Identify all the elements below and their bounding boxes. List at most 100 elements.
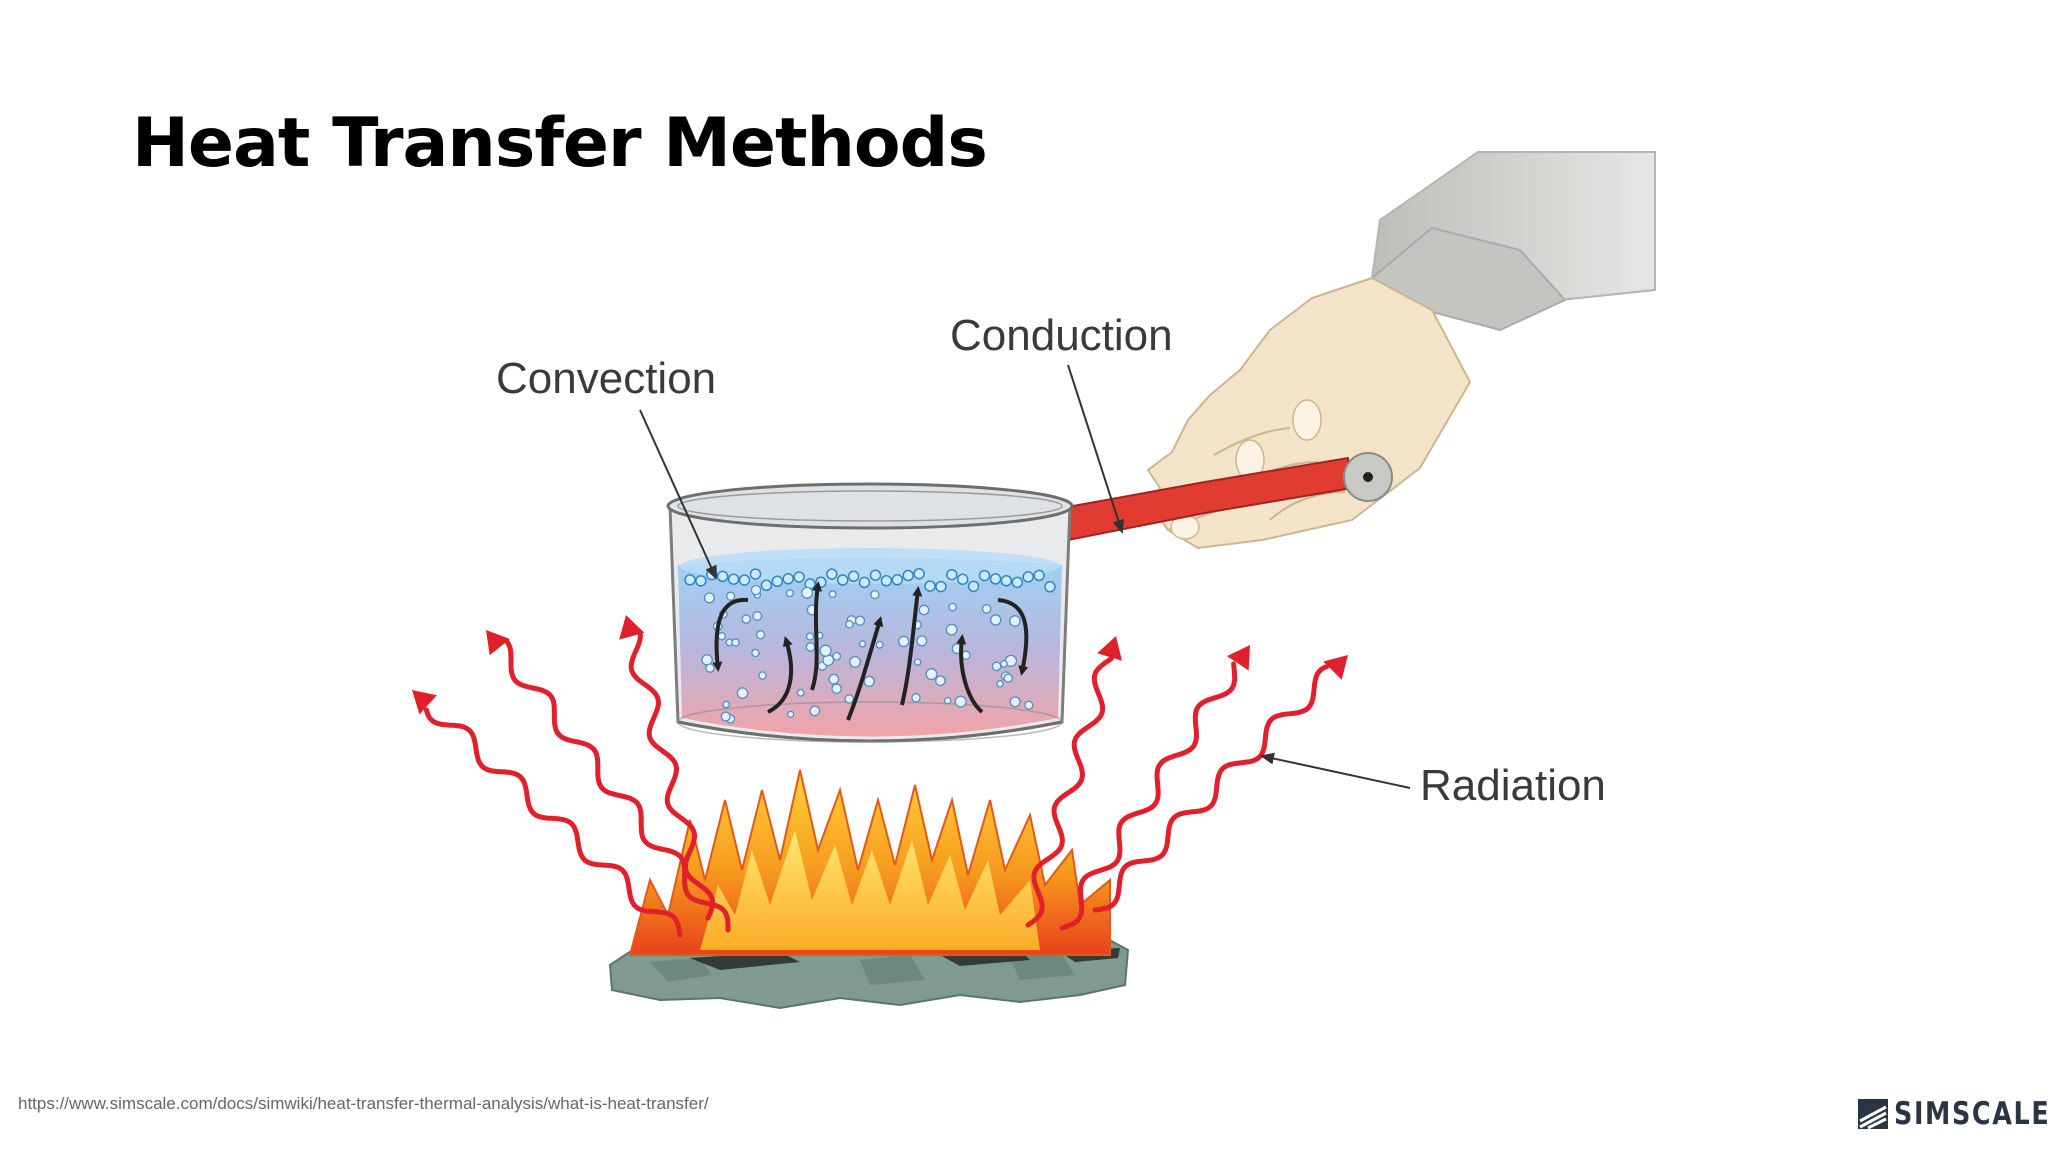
radiation-arrowhead xyxy=(1097,636,1122,661)
convection-arrow xyxy=(767,636,794,714)
bubble xyxy=(981,604,992,614)
radiation-wave xyxy=(423,707,683,938)
brand-name: SIMSCALE xyxy=(1894,1096,2048,1132)
bubble xyxy=(793,571,805,583)
bubble xyxy=(1000,574,1013,587)
bubble xyxy=(880,575,893,587)
bubble xyxy=(870,589,880,600)
bubble xyxy=(831,683,842,694)
radiation-label: Radiation xyxy=(1420,761,1606,810)
radiation-wave xyxy=(1092,664,1330,913)
bubble xyxy=(819,644,832,657)
bubble xyxy=(954,695,967,708)
bubble xyxy=(1003,673,1013,683)
bubble xyxy=(695,575,707,587)
bubble xyxy=(1033,569,1045,582)
bubble xyxy=(991,661,1002,672)
bubble xyxy=(1044,581,1056,593)
bubble xyxy=(1000,660,1008,668)
bubble xyxy=(858,640,867,648)
bubble xyxy=(749,568,762,580)
bubble xyxy=(989,573,1002,585)
bubble xyxy=(705,663,715,673)
bubble xyxy=(771,575,784,588)
radiation-leader-line xyxy=(1260,752,1411,789)
bubble xyxy=(845,620,854,629)
bubble xyxy=(847,570,860,583)
bubble xyxy=(701,654,713,666)
bubble xyxy=(948,602,957,612)
water-bubbles xyxy=(684,567,1056,724)
bubble xyxy=(956,573,969,585)
bubble xyxy=(782,573,794,585)
bubble xyxy=(1022,571,1034,583)
convection-leader-line xyxy=(639,409,717,580)
bubble xyxy=(1011,576,1024,589)
bubble xyxy=(726,591,736,601)
bubble xyxy=(722,700,731,709)
bubble xyxy=(805,642,816,652)
conduction-label: Conduction xyxy=(950,311,1173,360)
radiation-waves xyxy=(412,615,1348,938)
convection-arrow xyxy=(712,597,749,672)
bubble xyxy=(751,648,760,658)
bubble xyxy=(828,590,837,599)
bubble xyxy=(1009,696,1021,708)
simscale-brand: SIMSCALE xyxy=(1858,1094,2048,1134)
bubble xyxy=(785,589,794,598)
bubble xyxy=(844,694,854,704)
bubble xyxy=(854,615,866,626)
bubble xyxy=(849,655,862,668)
bubble xyxy=(1024,700,1034,710)
bubble xyxy=(989,614,1002,626)
bubble xyxy=(752,611,763,621)
bubble xyxy=(967,580,980,593)
bubble xyxy=(943,696,952,705)
radiation-wave xyxy=(1059,661,1238,931)
bubble xyxy=(832,651,842,661)
bubble xyxy=(925,668,938,681)
bubble xyxy=(741,614,751,624)
bubble xyxy=(978,569,991,582)
convection-arrow xyxy=(846,616,884,721)
radiation-wave xyxy=(504,639,731,933)
bubble xyxy=(826,568,838,580)
radiation-arrowhead xyxy=(1227,645,1250,671)
bubble xyxy=(809,705,821,717)
bubble xyxy=(996,680,1004,688)
bubble xyxy=(858,576,871,589)
bubble xyxy=(801,586,814,599)
bubble xyxy=(1009,615,1021,627)
bubble xyxy=(924,580,936,592)
bubble xyxy=(913,658,922,666)
diagram-labels: Convection Conduction Radiation xyxy=(496,311,1606,810)
bubble xyxy=(755,630,766,640)
pot-handle xyxy=(1060,452,1393,542)
source-url[interactable]: https://www.simscale.com/docs/simwiki/he… xyxy=(18,1094,709,1113)
bubble xyxy=(796,688,805,697)
bubble xyxy=(716,570,729,583)
bubble xyxy=(731,638,740,647)
convection-arrow xyxy=(900,586,923,706)
bubble xyxy=(935,580,947,593)
convection-arrow xyxy=(997,598,1029,676)
bubble xyxy=(916,635,928,647)
arm-sleeve xyxy=(1370,151,1656,332)
radiation-arrowhead xyxy=(412,690,437,715)
convection-arrow xyxy=(810,581,823,691)
bubble xyxy=(913,567,925,580)
bubble xyxy=(787,710,795,718)
bubble xyxy=(738,574,751,586)
bubble xyxy=(720,711,731,722)
radiation-wave xyxy=(1025,656,1114,928)
bubble xyxy=(750,584,762,596)
bubble xyxy=(684,574,696,586)
bubble xyxy=(863,675,875,688)
bubble xyxy=(945,623,958,636)
bubble xyxy=(902,569,914,582)
bubble xyxy=(760,579,773,592)
convection-current-arrows xyxy=(712,581,1029,721)
bubble xyxy=(875,640,884,649)
bubble xyxy=(869,569,882,581)
